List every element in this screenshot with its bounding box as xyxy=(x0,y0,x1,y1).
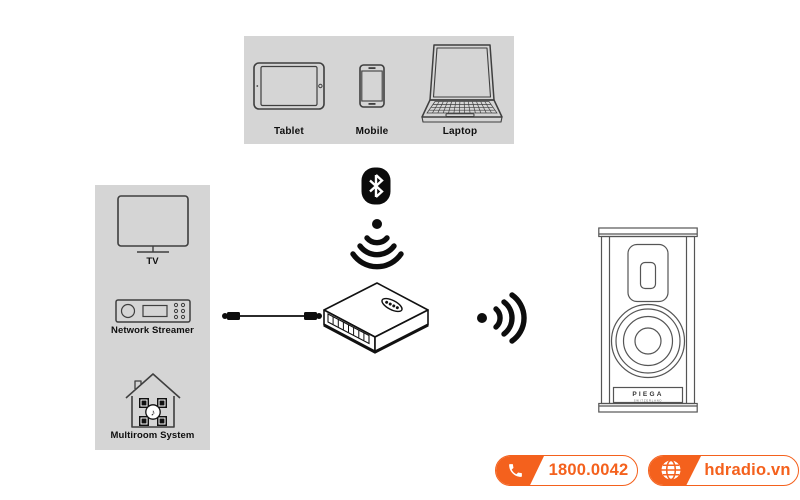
website-url: hdradio.vn xyxy=(704,461,791,479)
wifi-signal-right-icon xyxy=(472,289,534,347)
piega-speaker: PIEGA SWITZERLAND xyxy=(598,226,698,414)
globe-icon xyxy=(659,458,683,482)
device-mobile: Mobile xyxy=(352,36,392,144)
connect-hub-icon xyxy=(320,280,432,360)
input-tv: TV xyxy=(95,195,210,267)
mobile-icon xyxy=(359,64,385,108)
website-badge[interactable]: hdradio.vn xyxy=(648,455,799,486)
device-label: Laptop xyxy=(442,126,478,137)
phone-number: 1800.0042 xyxy=(548,461,629,479)
device-laptop: Laptop xyxy=(412,36,508,144)
input-network-streamer: Network Streamer xyxy=(95,299,210,336)
bluetooth-icon xyxy=(361,167,391,205)
speaker-brand-label: PIEGA xyxy=(632,391,663,398)
speaker-icon: PIEGA SWITZERLAND xyxy=(598,227,698,413)
laptop-icon xyxy=(416,43,504,127)
multiroom-house-icon: ♪ xyxy=(124,373,181,428)
input-label: Multiroom System xyxy=(110,430,195,441)
input-label: TV xyxy=(146,256,159,267)
music-note-icon: ♪ xyxy=(150,408,155,418)
input-label: Network Streamer xyxy=(111,325,194,336)
device-label: Mobile xyxy=(355,126,389,137)
phone-badge[interactable]: 1800.0042 xyxy=(495,455,638,486)
audio-cable-icon xyxy=(220,308,324,324)
device-label: Tablet xyxy=(274,126,304,137)
tv-icon xyxy=(116,195,189,253)
sources-panel: Tablet Mobile xyxy=(244,36,514,144)
tablet-icon xyxy=(253,62,325,110)
device-tablet: Tablet xyxy=(250,36,328,144)
wifi-signal-down-icon xyxy=(345,216,409,274)
inputs-panel: TV Network Streamer xyxy=(95,185,210,450)
input-multiroom: ♪ Multiroom System xyxy=(95,371,210,441)
speaker-origin-label: SWITZERLAND xyxy=(634,399,663,403)
phone-icon xyxy=(507,462,524,479)
network-streamer-icon xyxy=(114,299,191,323)
